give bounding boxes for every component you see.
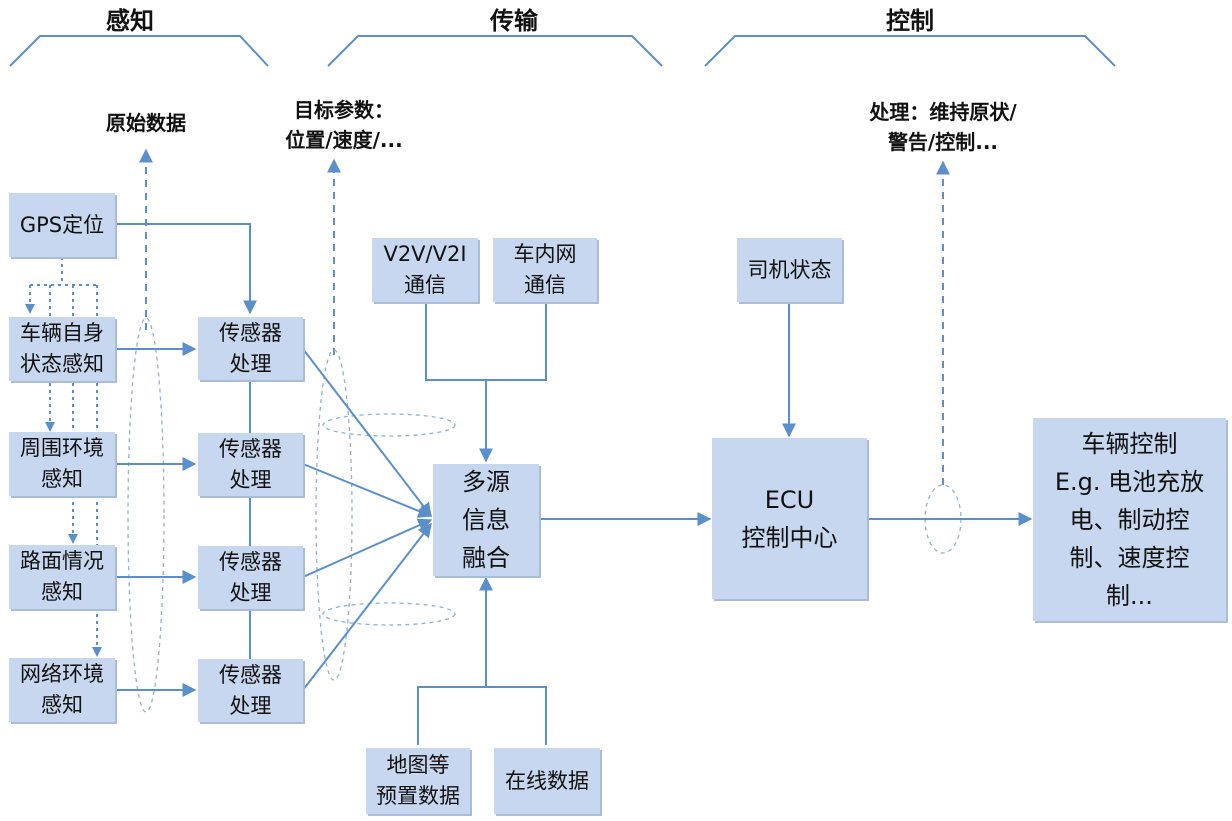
v2v-branch-line	[425, 304, 486, 381]
transmission-brace	[327, 35, 663, 67]
sensor-processing-box: 传感器 处理	[198, 433, 303, 496]
raw-data-ellipse	[127, 317, 165, 713]
in-vehicle-network-box: 车内网 通信	[493, 238, 597, 302]
control-section-title: 控制	[886, 7, 934, 35]
vehicle-state-box: 车辆自身 状态感知	[9, 317, 115, 381]
control-brace	[704, 35, 1116, 67]
vehicle-control-box: 车辆控制 E.g. 电池充放 电、制动控 制、速度控 制...	[1033, 418, 1226, 621]
sensor4-to-fusion-arrow	[302, 522, 432, 691]
surroundings-box: 周围环境 感知	[9, 432, 115, 496]
upper-fusion-ellipse	[322, 413, 456, 437]
lower-fusion-ellipse	[322, 602, 456, 626]
driver-state-box: 司机状态	[737, 238, 842, 302]
sensor-processing-box: 传感器 处理	[198, 317, 303, 380]
sensor-processing-box: 传感器 处理	[198, 659, 303, 722]
gps-to-sensor-line	[115, 223, 257, 315]
map-data-box: 地图等 预置数据	[366, 748, 470, 814]
sensor2-to-fusion-arrow	[302, 463, 433, 518]
target-params-label: 目标参数： 位置/速度/...	[285, 98, 403, 152]
map-branch-line	[417, 686, 486, 745]
sensor1-to-fusion-arrow	[302, 348, 432, 518]
sensor-processing-box: 传感器 处理	[198, 546, 303, 609]
ecu-control-center-box: ECU 控制中心	[712, 438, 867, 599]
online-branch-line	[486, 686, 547, 745]
road-conditions-box: 路面情况 感知	[9, 545, 115, 609]
in-vehicle-branch-line	[486, 304, 547, 381]
online-data-box: 在线数据	[494, 748, 600, 814]
perception-brace	[9, 35, 269, 67]
sensor3-to-fusion-arrow	[302, 518, 433, 578]
target-params-ellipse	[315, 349, 353, 681]
fusion-box: 多源 信息 融合	[433, 464, 539, 576]
raw-data-label: 原始数据	[106, 111, 186, 135]
processing-label: 处理：维持原状/ 警告/控制...	[869, 100, 1017, 154]
network-environment-box: 网络环境 感知	[9, 658, 115, 722]
transmission-section-title: 传输	[490, 7, 538, 35]
perception-section-title: 感知	[106, 7, 154, 35]
gps-box: GPS定位	[9, 193, 115, 257]
v2v-communication-box: V2V/V2I 通信	[372, 238, 478, 302]
